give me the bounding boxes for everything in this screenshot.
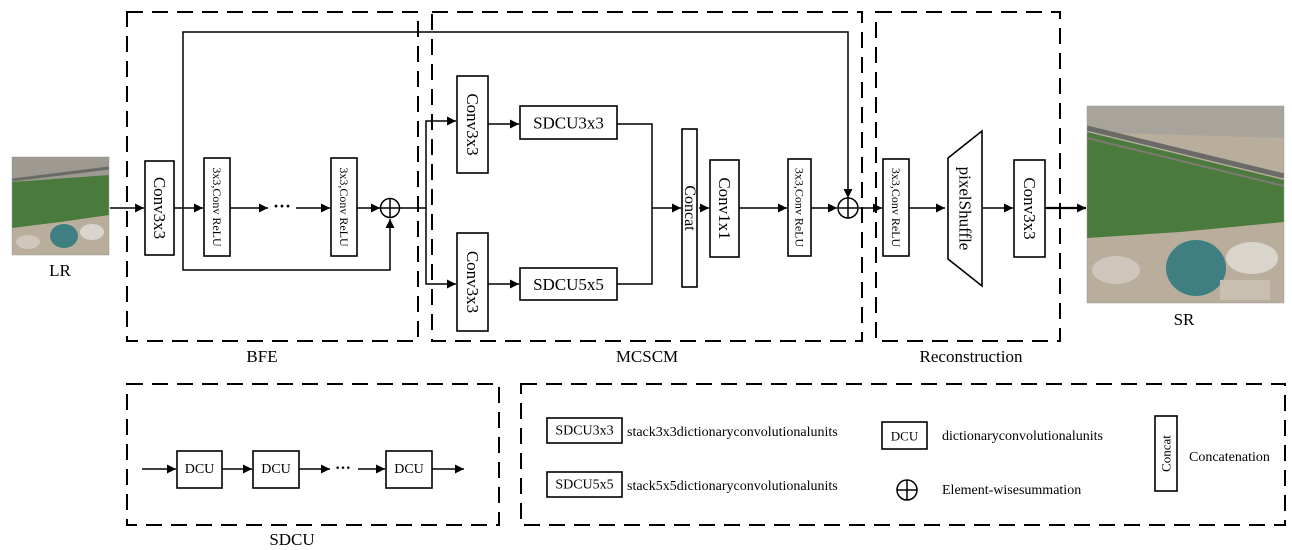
sdcu-dcu-block-n: DCU xyxy=(386,451,432,488)
mcscm-convrelu-block: 3x3,Conv ReLU xyxy=(788,159,811,256)
legend-concat-desc: Concatenation xyxy=(1189,450,1270,465)
input-label: LR xyxy=(49,261,71,280)
bfe-conv3x3-label: Conv3x3 xyxy=(150,177,169,239)
legend-dcu-desc: dictionaryconvolutionalunits xyxy=(942,429,1103,444)
sdcu-dcu-block-1: DCU xyxy=(177,451,222,488)
sdcu-dcu-block-2: DCU xyxy=(253,451,299,488)
mcscm-title: MCSCM xyxy=(616,347,678,366)
bfe-convrelu-n-label: 3x3,Conv ReLU xyxy=(337,167,351,247)
legend-sdcu5x5-desc: stack5x5dictionaryconvolutionalunits xyxy=(627,479,838,494)
legend-sdcu5x5-box-label: SDCU5x5 xyxy=(555,478,613,493)
connections xyxy=(110,32,1086,284)
legend-dcu-box-label: DCU xyxy=(891,429,919,444)
conv1x1-block: Conv1x1 xyxy=(710,160,739,257)
concat-block-rendered: Concat xyxy=(681,129,698,287)
sdcu5x5-label: SDCU5x5 xyxy=(533,275,604,294)
output-label: SR xyxy=(1174,310,1195,329)
legend-sdcu5x5: SDCU5x5 stack5x5dictionaryconvolutionalu… xyxy=(547,472,838,497)
input-image xyxy=(12,157,109,255)
legend-sdcu3x3-box-label: SDCU3x3 xyxy=(555,424,613,439)
bfe-convrelu-1-label: 3x3,Conv ReLU xyxy=(210,167,224,247)
sdcu5x5-block: SDCU5x5 xyxy=(520,268,617,300)
recon-conv3x3-block: Conv3x3 xyxy=(1014,160,1045,257)
sdcu-dcu-n-label: DCU xyxy=(394,462,424,477)
pixelshuffle-shape-main: pixelShuffle xyxy=(948,131,982,286)
reconstruction-title: Reconstruction xyxy=(920,347,1023,366)
sdcu3x3-block: SDCU3x3 xyxy=(520,106,617,139)
legend-dcu: DCU dictionaryconvolutionalunits xyxy=(882,422,1103,449)
legend-sdcu3x3: SDCU3x3 stack3x3dictionaryconvolutionalu… xyxy=(547,418,838,443)
legend-concat: Concat Concatenation xyxy=(1155,416,1270,491)
recon-convrelu-block: 3x3,Conv ReLU xyxy=(883,159,909,256)
conv1x1-label: Conv1x1 xyxy=(715,177,734,239)
bfe-convrelu-block-1: 3x3,Conv ReLU xyxy=(204,158,230,256)
mcscm-conv-top-block: Conv3x3 xyxy=(457,76,488,173)
bfe-conv3x3-block: Conv3x3 xyxy=(145,161,174,255)
legend-sum-desc: Element-wisesummation xyxy=(942,483,1081,498)
bfe-sum-icon xyxy=(381,199,400,218)
output-image xyxy=(1087,106,1284,303)
legend-sum-icon xyxy=(897,480,917,500)
sdcu-title: SDCU xyxy=(269,530,314,549)
sdcu-dcu-2-label: DCU xyxy=(261,462,291,477)
sdcu3x3-label: SDCU3x3 xyxy=(533,114,604,133)
global-sum-icon xyxy=(838,198,858,218)
mcscm-convrelu-label: 3x3,Conv ReLU xyxy=(793,168,807,248)
bfe-convrelu-block-n: 3x3,Conv ReLU xyxy=(331,158,357,256)
concat-label: Concat xyxy=(681,185,698,231)
mcscm-conv-top-label: Conv3x3 xyxy=(463,93,482,155)
sdcu-dcu-1-label: DCU xyxy=(185,462,215,477)
legend-sdcu3x3-desc: stack3x3dictionaryconvolutionalunits xyxy=(627,425,838,440)
mcscm-conv-bottom-label: Conv3x3 xyxy=(463,251,482,313)
mcscm-conv-bottom-block: Conv3x3 xyxy=(457,233,488,331)
legend-sum: Element-wisesummation xyxy=(897,480,1081,500)
bfe-ellipsis: ··· xyxy=(273,196,291,216)
legend-concat-box-label: Concat xyxy=(1159,435,1174,472)
recon-conv3x3-label: Conv3x3 xyxy=(1020,177,1039,239)
recon-convrelu-label: 3x3,Conv ReLU xyxy=(889,168,903,248)
bfe-title: BFE xyxy=(246,347,277,366)
sdcu-ellipsis: ··· xyxy=(335,460,351,477)
pixelshuffle-label: pixelShuffle xyxy=(956,167,975,251)
